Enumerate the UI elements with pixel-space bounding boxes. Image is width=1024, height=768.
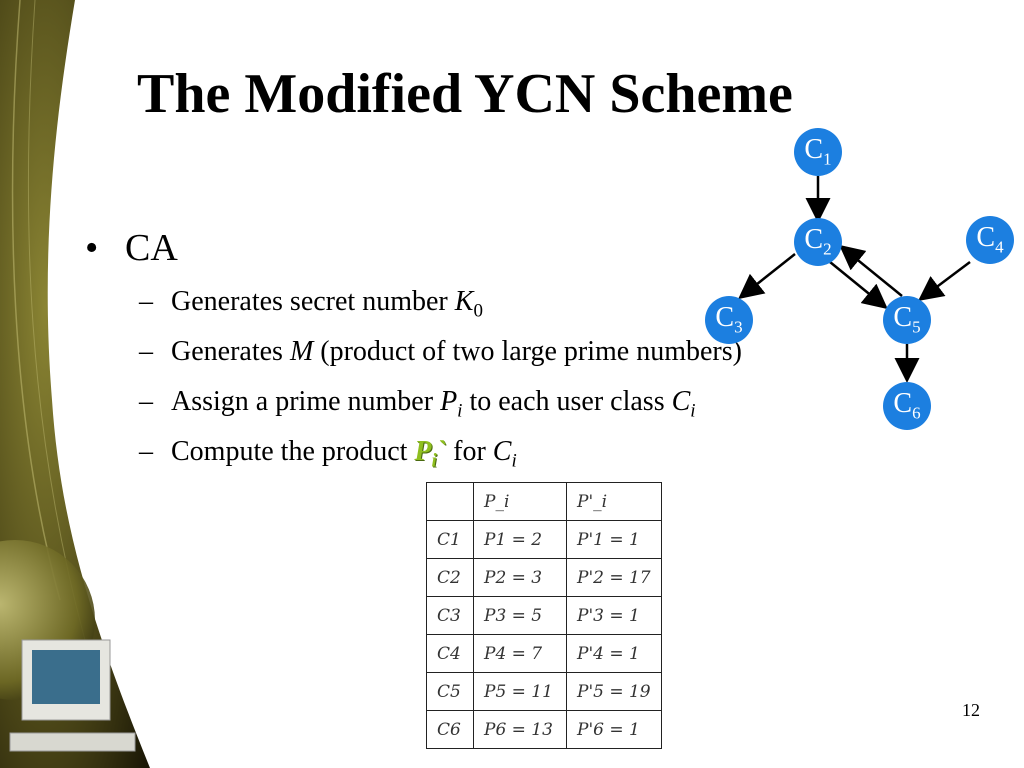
table-cell: P'6 = 1	[566, 710, 662, 749]
table-cell: C4	[426, 634, 474, 673]
table-cell: C6	[426, 710, 474, 749]
table-cell: P'1 = 1	[566, 520, 662, 559]
table-cell: P6 = 13	[473, 710, 567, 749]
table-cell: P_i	[473, 482, 567, 521]
table-row: C6 P6 = 13 P'6 = 1	[426, 710, 662, 749]
sub-item-3: –Assign a prime number Pi to each user c…	[139, 386, 696, 422]
node-c3: C3	[705, 296, 753, 344]
table-cell: C3	[426, 596, 474, 635]
node-c6: C6	[883, 382, 931, 430]
table-row: C1 P1 = 2 P'1 = 1	[426, 520, 662, 559]
table-cell: P'_i	[566, 482, 662, 521]
node-c5: C5	[883, 296, 931, 344]
table-header-row: P_i P'_i	[426, 482, 662, 521]
table-cell: P'3 = 1	[566, 596, 662, 635]
table-cell	[426, 482, 474, 521]
table-row: C2 P2 = 3 P'2 = 17	[426, 558, 662, 597]
table-cell: P2 = 3	[473, 558, 567, 597]
slide-title: The Modified YCN Scheme	[137, 63, 793, 125]
computer-icon	[9, 639, 136, 752]
table-cell: P'5 = 19	[566, 672, 662, 711]
page-number: 12	[962, 700, 980, 720]
node-c1: C1	[794, 128, 842, 176]
bullet-ca-label: CA	[125, 227, 178, 269]
table-cell: C1	[426, 520, 474, 559]
prime-table: P_i P'_i C1 P1 = 2 P'1 = 1 C2 P2 = 3 P'2…	[426, 482, 662, 749]
node-c4: C4	[966, 216, 1014, 264]
sub-item-4: –Compute the product Pi` for Ci	[139, 436, 517, 472]
node-c2: C2	[794, 218, 842, 266]
table-row: C4 P4 = 7 P'4 = 1	[426, 634, 662, 673]
bullet-ca: •CA	[85, 227, 178, 269]
table-cell: P5 = 11	[473, 672, 567, 711]
table-cell: P3 = 5	[473, 596, 567, 635]
table-cell: P'2 = 17	[566, 558, 662, 597]
sub-item-1: –Generates secret number K0	[139, 286, 483, 322]
table-row: C3 P3 = 5 P'3 = 1	[426, 596, 662, 635]
table-cell: P'4 = 1	[566, 634, 662, 673]
table-cell: C5	[426, 672, 474, 711]
highlighted-pi-prime: Pi`	[414, 436, 447, 472]
table-cell: P4 = 7	[473, 634, 567, 673]
table-cell: P1 = 2	[473, 520, 567, 559]
sub-item-2: –Generates M (product of two large prime…	[139, 336, 742, 367]
table-row: C5 P5 = 11 P'5 = 19	[426, 672, 662, 711]
table-cell: C2	[426, 558, 474, 597]
